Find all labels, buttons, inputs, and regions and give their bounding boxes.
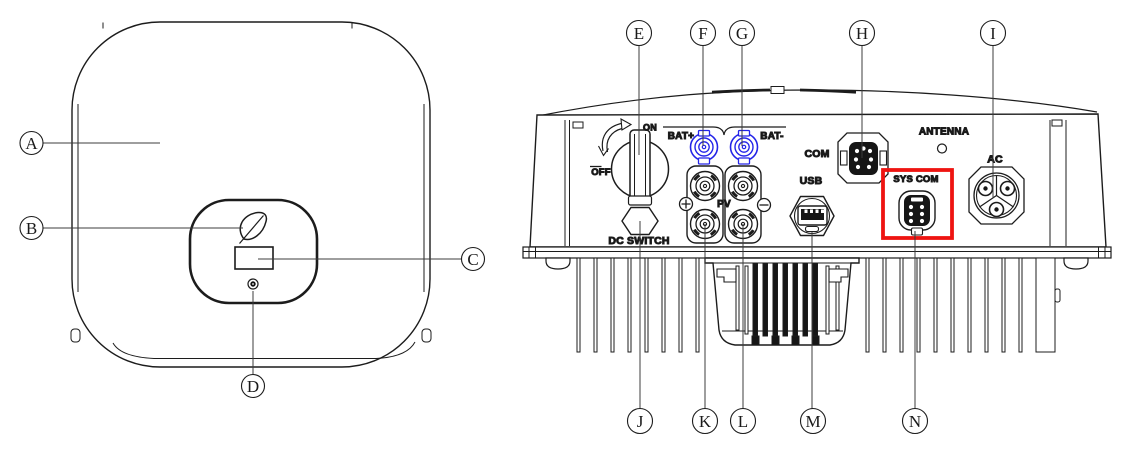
callout-m: M <box>799 232 827 435</box>
on-label: ON <box>643 123 657 133</box>
sys-com-highlight-box <box>881 168 954 240</box>
bat-minus-bracket-line <box>723 126 786 136</box>
bottom-rail <box>522 246 1112 259</box>
callout-n: N <box>901 231 929 435</box>
callout-c-letter: C <box>467 250 478 269</box>
usb-port: USB <box>789 175 835 237</box>
callout-b-letter: B <box>26 219 37 238</box>
antenna-hole <box>936 143 948 154</box>
callout-i-letter: I <box>990 24 996 43</box>
dc-switch-port: ON OFF DC SWITCH <box>590 118 670 248</box>
top-seam-ticks <box>102 22 353 29</box>
callout-j: J <box>626 221 654 435</box>
callout-a-circle <box>19 130 44 156</box>
callout-e: E <box>625 19 653 155</box>
callout-g: G <box>728 19 756 146</box>
ac-port: AC <box>968 153 1025 225</box>
callout-a-letter: A <box>25 134 38 153</box>
minus-marker-icon <box>756 197 772 213</box>
callout-k: K <box>691 224 719 435</box>
pv-terminals: PV <box>678 165 772 244</box>
device-body <box>71 21 431 368</box>
base-edge <box>112 341 416 359</box>
heatsink-fins <box>576 257 1061 353</box>
bat-minus-label: BAT- <box>760 131 783 142</box>
dc-switch-label: DC SWITCH <box>608 235 669 247</box>
com-label: COM <box>804 148 829 160</box>
pv-label: PV <box>717 199 731 210</box>
callout-f: F <box>689 19 717 146</box>
antenna-label: ANTENNA <box>919 127 969 138</box>
callout-c: C <box>258 246 486 272</box>
callout-d: D <box>240 291 266 399</box>
callout-d-circle <box>240 373 266 399</box>
off-label: OFF <box>591 167 611 178</box>
callout-j-letter: J <box>637 412 644 431</box>
callout-h: H <box>848 19 876 158</box>
com-port: COM <box>804 132 889 184</box>
callout-d-letter: D <box>247 377 259 396</box>
callout-k-letter: K <box>699 412 712 431</box>
sys-com-port: SYS COM <box>881 168 954 240</box>
callout-n-letter: N <box>909 412 921 431</box>
foot-left <box>545 257 571 270</box>
bracket-dark-fins <box>751 263 820 346</box>
callout-m-letter: M <box>805 412 820 431</box>
leaf-icon <box>239 211 268 244</box>
top-arc <box>537 86 1098 117</box>
sys-com-label: SYS COM <box>893 174 938 185</box>
bat-plus-bracket-line <box>663 126 725 136</box>
bottom-view-callouts-bottom: J K L M N <box>626 221 929 435</box>
led-indicator <box>247 278 259 290</box>
switch-lever <box>629 129 651 205</box>
left-corner-nub <box>70 328 81 343</box>
callout-b-circle <box>19 215 44 241</box>
front-view <box>70 21 432 368</box>
callout-a: A <box>19 130 160 156</box>
callout-l-letter: L <box>738 412 748 431</box>
right-corner-nub <box>421 328 432 343</box>
callout-g-letter: G <box>736 24 748 43</box>
callout-i: I <box>979 19 1007 198</box>
front-callouts: A B C D <box>19 130 486 399</box>
right-wall-lines <box>1049 120 1067 246</box>
callout-b: B <box>19 215 243 241</box>
bottom-view-callouts-top: E F G H I <box>625 19 1007 198</box>
callout-l: L <box>729 224 757 435</box>
plus-marker-icon <box>678 196 694 212</box>
end-wall-tab <box>1054 288 1061 303</box>
callout-f-letter: F <box>698 24 707 43</box>
usb-label: USB <box>800 175 823 187</box>
left-wall-lines <box>564 120 570 246</box>
callout-c-circle <box>460 246 486 272</box>
right-clip <box>1051 119 1063 127</box>
rotation-arrow-icon <box>598 118 633 157</box>
foot-right <box>1063 257 1089 270</box>
left-clip <box>572 121 584 129</box>
display-window <box>234 246 274 270</box>
heatsink-end-wall <box>1035 257 1056 353</box>
callout-h-letter: H <box>856 24 868 43</box>
callout-e-letter: E <box>634 24 644 43</box>
mounting-bracket <box>704 257 860 346</box>
ac-label: AC <box>987 154 1003 166</box>
bat-plus-label: BAT+ <box>668 131 694 142</box>
